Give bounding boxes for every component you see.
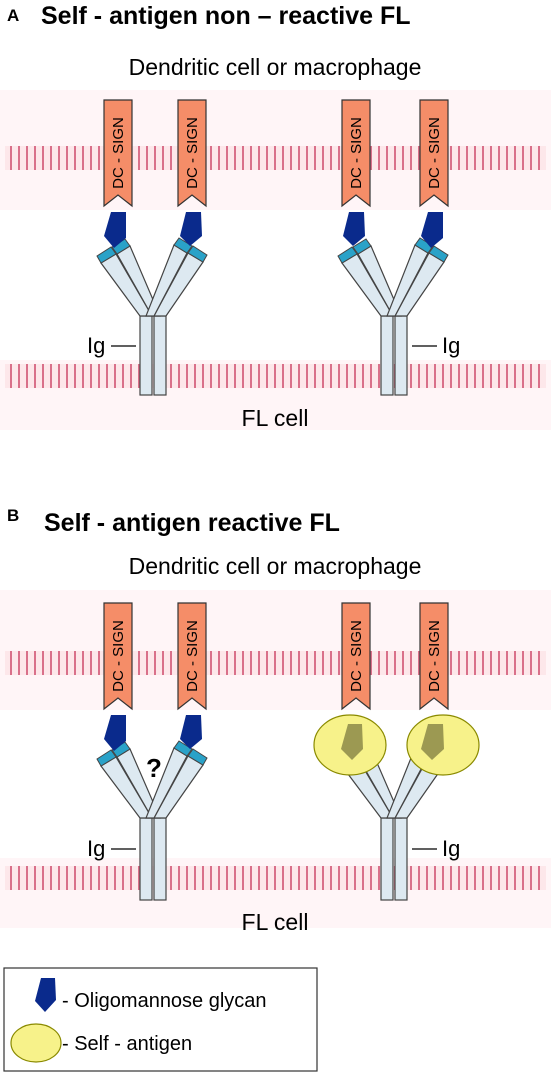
panel-a-right-complex: DC - SIGN DC - SIGN Ig bbox=[337, 99, 460, 396]
dc-sign-label: DC - SIGN bbox=[184, 620, 201, 692]
legend-antigen-label: - Self - antigen bbox=[62, 1033, 192, 1055]
oligomannose-glycan bbox=[343, 212, 365, 246]
dc-sign-receptor: DC - SIGN bbox=[419, 99, 449, 208]
oligomannose-glycan bbox=[180, 715, 202, 749]
panel-b-left-complex: DC - SIGN DC - SIGN ? Ig bbox=[87, 602, 208, 901]
dc-sign-label: DC - SIGN bbox=[348, 117, 365, 189]
dc-sign-receptor: DC - SIGN bbox=[419, 602, 449, 711]
panel-a-left-complex: DC - SIGN DC - SIGN Ig bbox=[87, 99, 208, 396]
panel-a-dendritic-cell-label: Dendritic cell or macrophage bbox=[129, 54, 422, 80]
oligomannose-glycan bbox=[341, 724, 363, 760]
panel-a-dendritic-membrane bbox=[5, 146, 546, 170]
panel-b-dendritic-cell-body bbox=[0, 590, 551, 710]
panel-b-fl-cell-label: FL cell bbox=[242, 909, 309, 935]
ig-antibody bbox=[96, 237, 208, 396]
dc-sign-receptor: DC - SIGN bbox=[103, 99, 133, 208]
ig-label: Ig bbox=[442, 333, 460, 358]
oligomannose-glycan bbox=[104, 715, 126, 751]
panel-a-letter: A bbox=[7, 6, 19, 25]
panel-b-right-complex: DC - SIGN DC - SIGN Ig bbox=[313, 602, 480, 901]
panel-b-letter: B bbox=[7, 506, 19, 525]
dc-sign-receptor: DC - SIGN bbox=[341, 602, 371, 711]
panel-b-dendritic-cell-label: Dendritic cell or macrophage bbox=[129, 553, 422, 579]
panel-b-fl-membrane bbox=[5, 866, 546, 890]
ig-antibody bbox=[337, 237, 449, 396]
dc-sign-label: DC - SIGN bbox=[426, 620, 443, 692]
question-mark: ? bbox=[146, 753, 162, 783]
ig-label: Ig bbox=[442, 836, 460, 861]
ig-label: Ig bbox=[87, 836, 105, 861]
panel-a-title: Self - antigen non – reactive FL bbox=[41, 2, 411, 30]
panel-b-dendritic-membrane bbox=[5, 651, 546, 675]
panel-a: A Self - antigen non – reactive FL Dendr… bbox=[0, 2, 551, 431]
dc-sign-receptor: DC - SIGN bbox=[177, 602, 207, 711]
legend: - Oligomannose glycan - Self - antigen bbox=[3, 967, 318, 1072]
oligomannose-glycan bbox=[421, 724, 444, 760]
oligomannose-glycan bbox=[180, 212, 202, 246]
dc-sign-label: DC - SIGN bbox=[184, 117, 201, 189]
panel-a-fl-cell-label: FL cell bbox=[242, 405, 309, 431]
dc-sign-label: DC - SIGN bbox=[348, 620, 365, 692]
panel-a-fl-membrane bbox=[5, 364, 546, 388]
oligomannose-glycan bbox=[421, 212, 443, 248]
dc-sign-label: DC - SIGN bbox=[426, 117, 443, 189]
oligomannose-glycan bbox=[104, 212, 126, 248]
dc-sign-label: DC - SIGN bbox=[110, 620, 127, 692]
legend-glycan-icon bbox=[35, 978, 56, 1012]
panel-b-title: Self - antigen reactive FL bbox=[44, 509, 340, 537]
panel-b: B Self - antigen reactive FL Dendritic c… bbox=[0, 506, 551, 935]
ig-antibody bbox=[96, 740, 208, 901]
dc-sign-receptor: DC - SIGN bbox=[341, 99, 371, 208]
dc-sign-label: DC - SIGN bbox=[110, 117, 127, 189]
legend-antigen-icon bbox=[10, 1023, 62, 1063]
legend-glycan-label: - Oligomannose glycan bbox=[62, 990, 267, 1012]
dc-sign-receptor: DC - SIGN bbox=[103, 602, 133, 711]
dc-sign-receptor: DC - SIGN bbox=[177, 99, 207, 208]
ig-label: Ig bbox=[87, 333, 105, 358]
